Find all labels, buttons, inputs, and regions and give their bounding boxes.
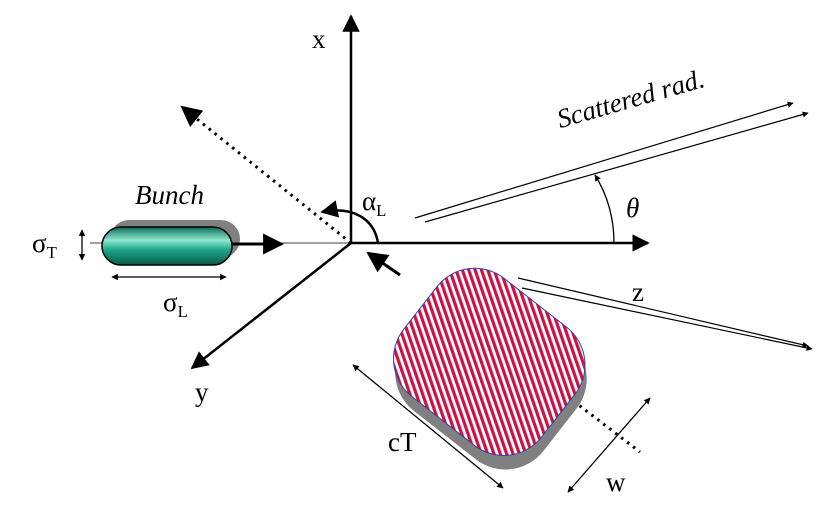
alpha-label: αL	[362, 186, 386, 221]
alpha-angle-arc	[320, 200, 380, 244]
sigma-t-symbol: σ	[32, 228, 47, 258]
laser-axis-dotted	[180, 105, 352, 245]
scattered-ray-1	[414, 101, 794, 219]
sigma-l-symbol: σ	[163, 287, 178, 317]
scattered-ray-2	[424, 111, 809, 223]
theta-angle-arc	[594, 174, 615, 244]
bunch-label: Bunch	[135, 180, 204, 210]
laser-ray-2	[521, 287, 813, 351]
ct-label: cT	[388, 427, 417, 457]
sigma-t-subscript: T	[46, 242, 57, 262]
z-axis-label: z	[632, 277, 644, 307]
laser-ray-1	[517, 277, 809, 348]
sigma-t-label: σT	[32, 228, 57, 263]
laser-direction-arrow	[366, 251, 401, 277]
alpha-symbol: α	[362, 186, 377, 216]
x-axis-label: x	[312, 24, 326, 54]
w-dimension-arrow	[567, 397, 651, 493]
y-axis-line	[190, 242, 352, 370]
sigma-l-label: σL	[163, 287, 188, 322]
sigma-l-subscript: L	[177, 301, 188, 321]
y-axis-label: y	[195, 377, 209, 407]
bunch	[101, 226, 233, 266]
ct-dimension-arrow	[352, 364, 504, 489]
theta-label: θ	[626, 193, 640, 223]
alpha-subscript: L	[376, 200, 387, 220]
w-label: w	[606, 467, 626, 497]
